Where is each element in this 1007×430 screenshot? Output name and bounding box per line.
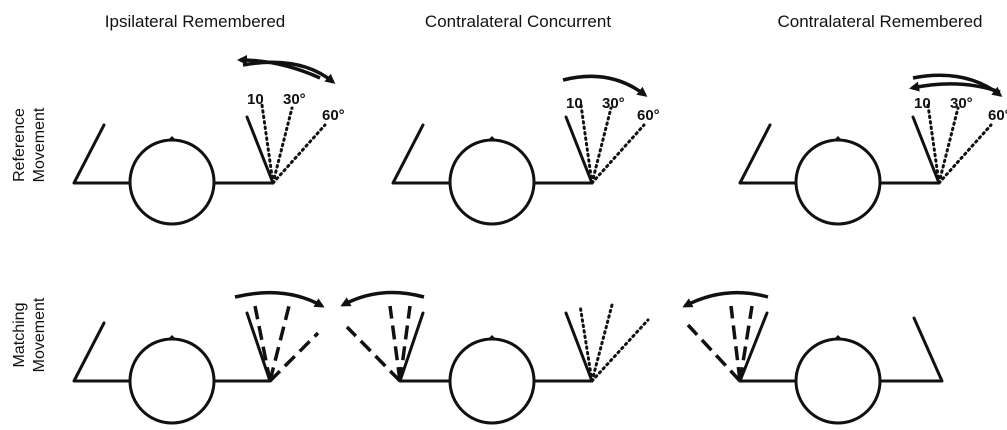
- angle-line-60: [937, 123, 993, 185]
- left-arm: [72, 321, 134, 383]
- panel-contralateral-concurrent-matching-left: [340, 290, 425, 383]
- left-arm: [738, 123, 800, 185]
- angle-line-30: [590, 106, 613, 185]
- match-line-60: [268, 331, 320, 383]
- match-line-30: [388, 305, 402, 382]
- arrow-out: [242, 60, 336, 84]
- panel-contralateral-remembered-reference: 10 30° 60°: [738, 73, 1007, 226]
- svg-text:Reference: Reference: [11, 108, 28, 182]
- head-circle: [794, 138, 882, 226]
- left-arm: [738, 311, 800, 383]
- match-line-30: [729, 305, 742, 382]
- angle-line-10: [926, 103, 941, 185]
- left-arm: [391, 123, 453, 185]
- nose-marker: [167, 136, 177, 141]
- nose-marker: [487, 136, 497, 141]
- svg-text:Movement: Movement: [31, 107, 48, 182]
- angle-label-10: 10: [566, 95, 583, 112]
- left-arm: [72, 123, 134, 185]
- panel-ipsilateral-reference: 10 30° 60°: [72, 55, 345, 226]
- angle-label-30: 30°: [950, 95, 973, 112]
- angle-label-60: 60°: [322, 107, 345, 124]
- angle-line-30: [271, 106, 294, 185]
- arrow-back: [909, 81, 1001, 94]
- angle-line-10: [579, 103, 594, 185]
- angle-line-60: [271, 123, 327, 185]
- head-circle: [448, 138, 536, 226]
- angle-label-10: 10: [914, 95, 931, 112]
- match-line-60: [345, 325, 402, 383]
- head-circle: [794, 337, 882, 425]
- angle-line-30: [590, 303, 614, 383]
- column-title-contralateral-remembered: Contralateral Remembered: [777, 12, 982, 31]
- panel-ipsilateral-matching: [72, 290, 325, 425]
- angle-label-60: 60°: [988, 107, 1007, 124]
- column-title-contralateral-concurrent: Contralateral Concurrent: [425, 12, 611, 31]
- nose-marker: [833, 335, 843, 340]
- arrow-out: [562, 74, 648, 97]
- angle-label-60: 60°: [637, 107, 660, 124]
- svg-text:Movement: Movement: [31, 297, 48, 372]
- column-title-ipsilateral-remembered: Ipsilateral Remembered: [105, 12, 285, 31]
- head-circle: [448, 337, 536, 425]
- panel-contralateral-remembered-matching: [738, 311, 944, 425]
- right-arm: [532, 311, 594, 383]
- match-line-10: [738, 305, 754, 382]
- angle-line-60: [590, 318, 650, 383]
- right-arm: [878, 316, 944, 383]
- head-circle: [128, 138, 216, 226]
- nose-marker: [487, 335, 497, 340]
- row-label-matching-movement: Matching Movement: [11, 297, 48, 372]
- angle-line-30: [937, 106, 960, 185]
- match-line-60: [686, 323, 742, 383]
- angle-label-10: 10: [247, 91, 264, 108]
- match-line-10: [398, 305, 412, 382]
- panel-contralateral-remembered-matching-left: [682, 290, 769, 383]
- panel-contralateral-concurrent-matching: [398, 303, 650, 425]
- angle-line-10: [578, 303, 594, 383]
- panel-contralateral-concurrent-reference: 10 30° 60°: [391, 74, 660, 226]
- svg-text:Matching: Matching: [11, 303, 28, 368]
- angle-label-30: 30°: [602, 95, 625, 112]
- arrow-back: [340, 290, 425, 307]
- nose-marker: [833, 136, 843, 141]
- arrow-out: [234, 290, 325, 308]
- match-line-10: [253, 305, 272, 382]
- match-line-30: [268, 305, 291, 382]
- left-arm: [398, 311, 453, 383]
- angle-line-60: [590, 123, 646, 185]
- head-circle: [128, 337, 216, 425]
- arrow-back: [682, 290, 769, 308]
- angle-label-30: 30°: [283, 91, 306, 108]
- arrow-back: [237, 55, 321, 80]
- angle-line-10: [260, 103, 275, 185]
- nose-marker: [167, 335, 177, 340]
- row-label-reference-movement: Reference Movement: [11, 107, 48, 182]
